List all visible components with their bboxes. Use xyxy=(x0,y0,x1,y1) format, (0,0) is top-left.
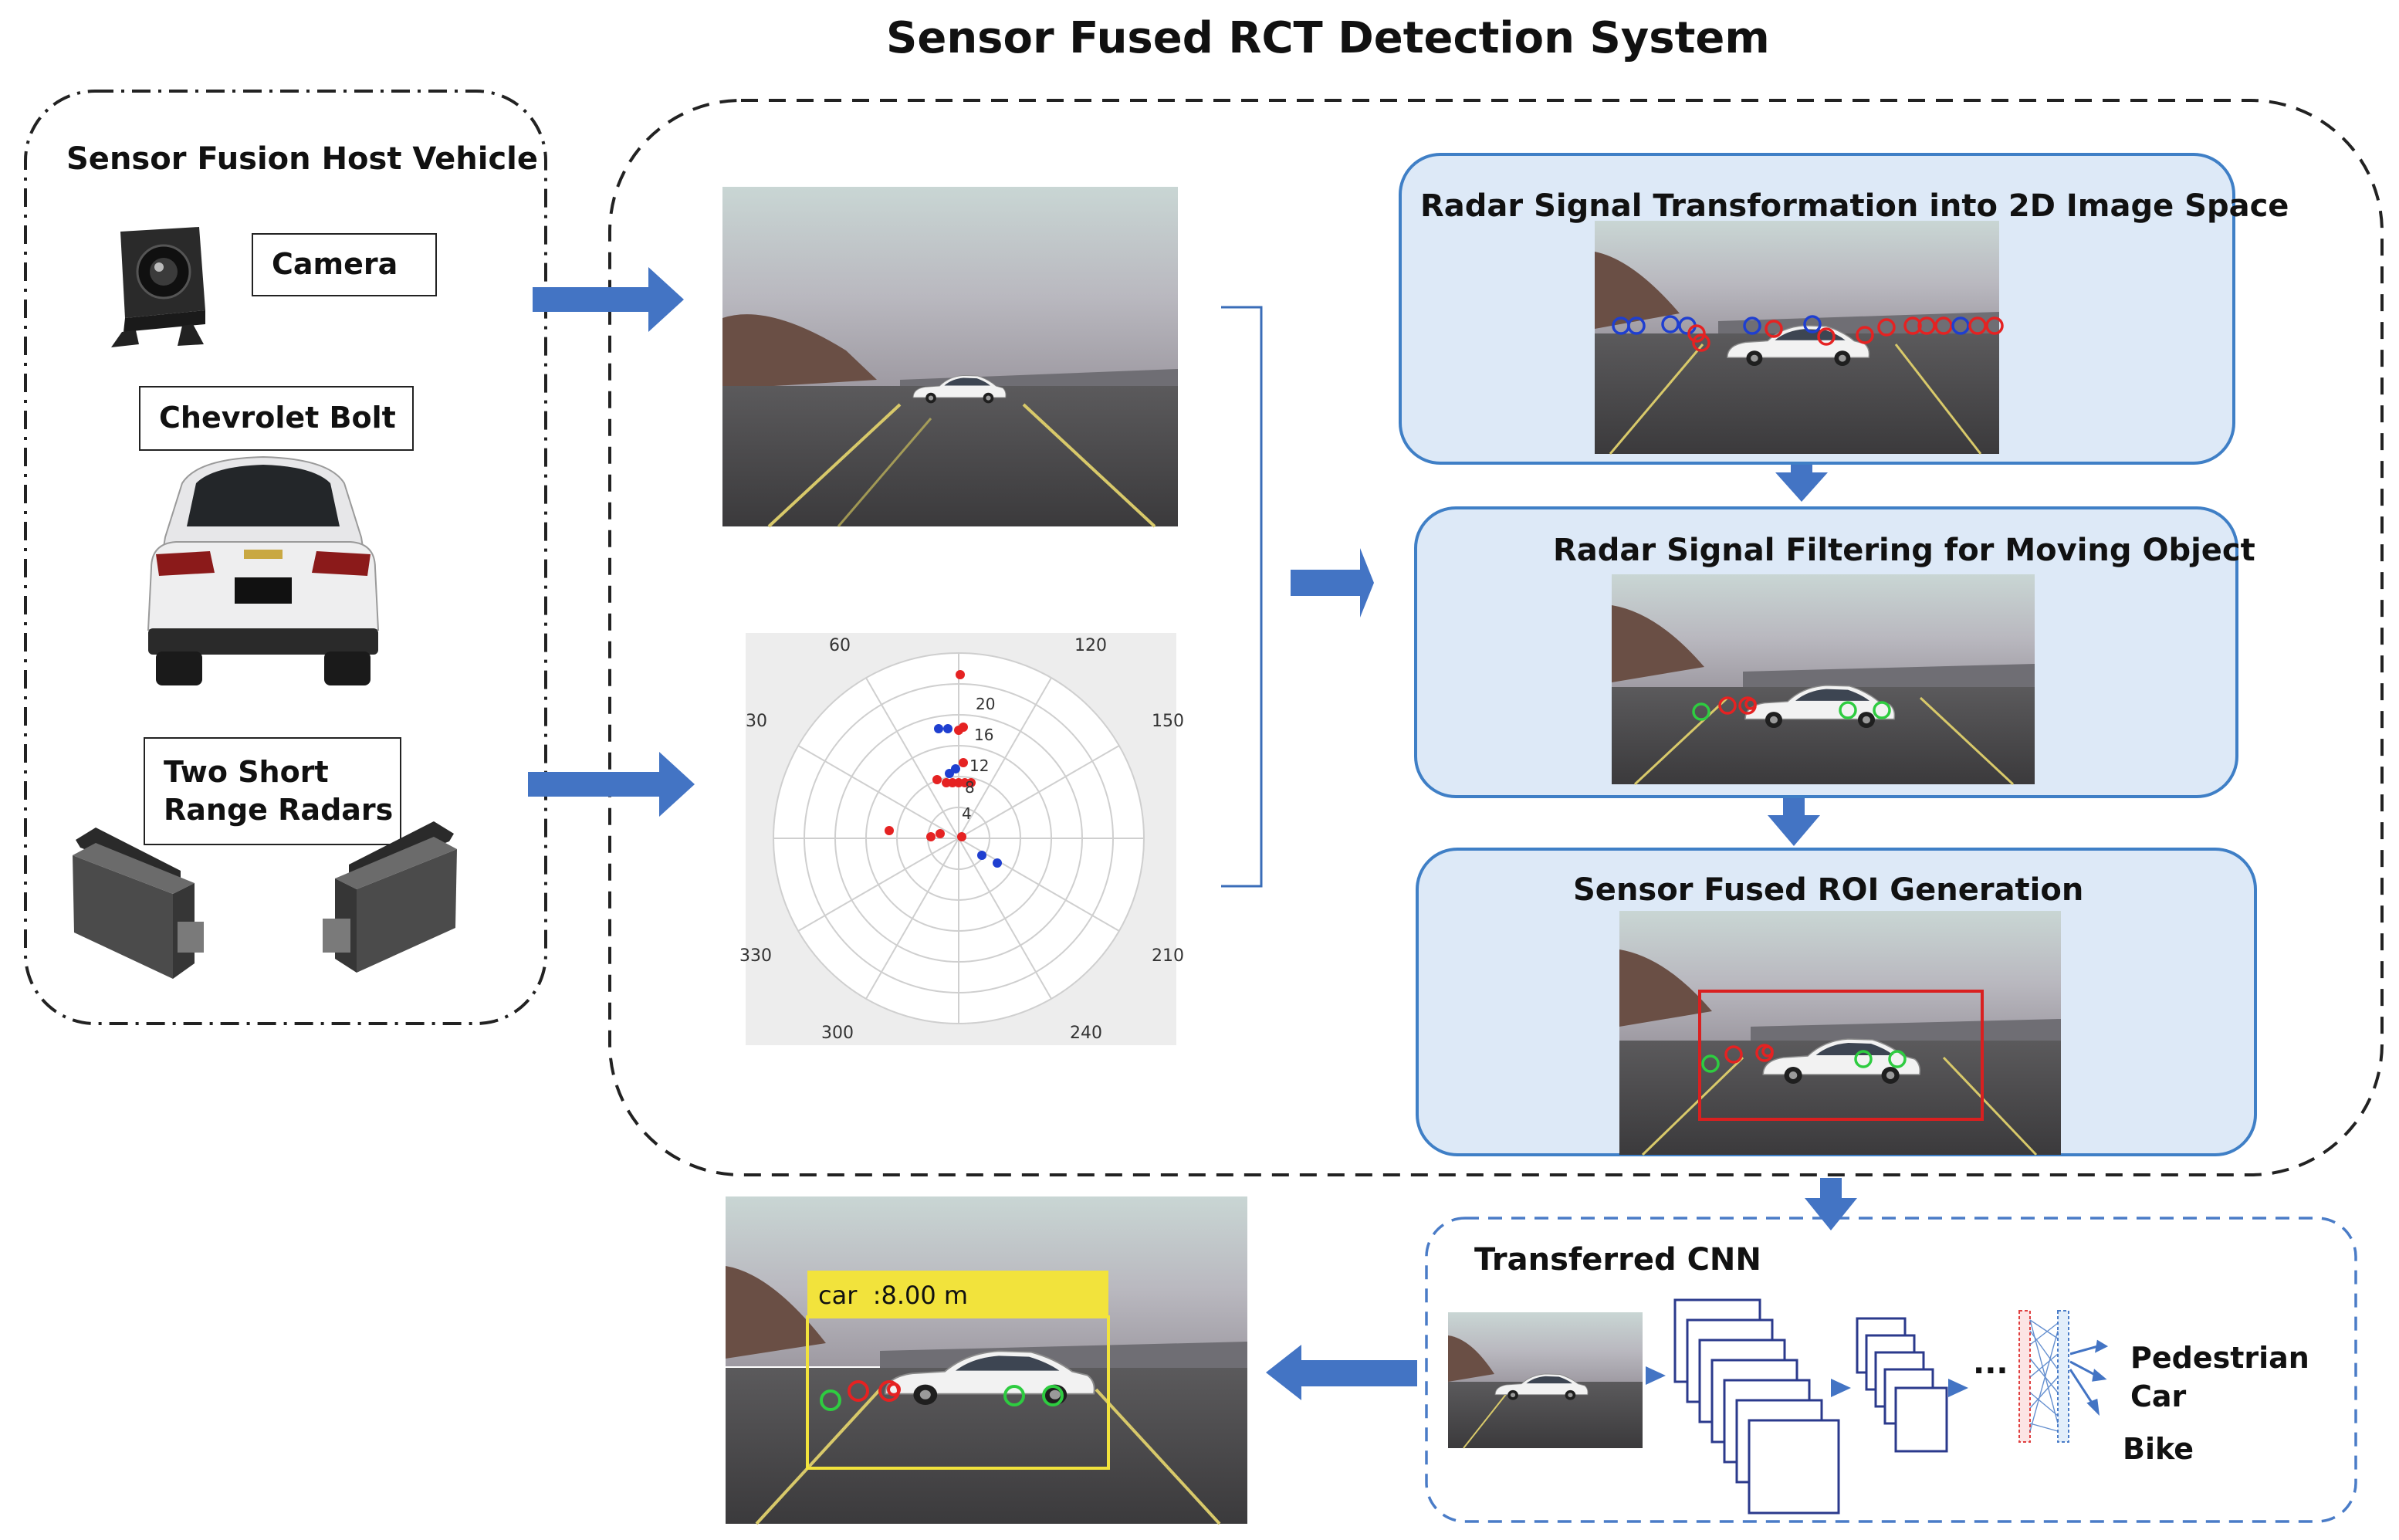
host-vehicle-title: Sensor Fusion Host Vehicle xyxy=(66,141,539,177)
radar-label-line2: Range Radars xyxy=(164,793,394,827)
radar-detection-point xyxy=(957,832,966,841)
radar-detection-point xyxy=(885,826,894,835)
radar-detection-point xyxy=(936,829,945,838)
polar-range-label-16: 16 xyxy=(974,726,994,744)
polar-angle-label-330: 330 xyxy=(739,946,772,966)
cnn-class-pedestrian: Pedestrian xyxy=(2130,1341,2309,1375)
radar-detection-point xyxy=(926,832,936,841)
radar-detection-point xyxy=(959,758,968,767)
cnn-container xyxy=(1425,1217,2357,1523)
radar-sensor-left-icon xyxy=(65,824,211,979)
polar-range-label-20: 20 xyxy=(976,695,996,713)
output-detection-label: car :8.00 m xyxy=(818,1281,969,1310)
radar-detection-point xyxy=(956,670,965,679)
polar-range-label-8: 8 xyxy=(965,778,975,797)
cnn-title: Transferred CNN xyxy=(1474,1242,1761,1278)
cnn-class-car: Car xyxy=(2130,1379,2187,1413)
arrow-bracket-to-stages xyxy=(1291,548,1374,618)
radar-label-box: Two Short Range Radars xyxy=(144,737,401,845)
cnn-input-image xyxy=(1448,1312,1643,1449)
stage-roi-generation-title: Sensor Fused ROI Generation xyxy=(1573,872,2084,908)
arrow-stage2-to-stage3 xyxy=(1768,798,1820,846)
polar-range-label-4: 4 xyxy=(962,804,972,823)
radar-detection-point xyxy=(932,775,942,784)
arrow-to-cnn xyxy=(1805,1178,1857,1230)
cnn-fc-layers xyxy=(2016,1308,2109,1447)
fusion-bracket xyxy=(1221,306,1263,888)
arrow-radar-to-plot xyxy=(528,752,695,817)
car-label: Chevrolet Bolt xyxy=(159,401,396,435)
camera-label-box: Camera xyxy=(252,233,437,296)
radar-detection-point xyxy=(954,726,963,735)
radar-label-line1: Two Short xyxy=(164,754,329,789)
camera-frame-image xyxy=(722,187,1178,528)
polar-angle-label-240: 240 xyxy=(1070,1024,1102,1043)
cnn-layer-arrows xyxy=(1646,1366,1968,1397)
stage-radar-transformation-title: Radar Signal Transformation into 2D Imag… xyxy=(1420,188,2289,224)
host-vehicle-container xyxy=(24,90,547,1025)
polar-range-label-12: 12 xyxy=(969,756,990,775)
camera-label: Camera xyxy=(272,247,398,282)
radar-detection-point xyxy=(977,851,986,860)
arrow-cnn-to-output xyxy=(1266,1345,1417,1400)
radar-detection-point xyxy=(942,778,951,787)
output-detection-image xyxy=(726,1196,1247,1525)
chevrolet-bolt-icon xyxy=(136,452,391,692)
stage-radar-filtering-image xyxy=(1612,574,2035,786)
polar-angle-label-150: 150 xyxy=(1152,712,1184,731)
polar-angle-label-60: 60 xyxy=(829,636,851,655)
polar-angle-label-30: 30 xyxy=(746,712,767,731)
stage-roi-generation-image xyxy=(1619,911,2061,1156)
arrow-camera-to-image xyxy=(533,267,684,332)
car-label-box: Chevrolet Bolt xyxy=(139,386,414,451)
stage-radar-transformation-image xyxy=(1595,221,2004,455)
cnn-conv-block-1 xyxy=(1673,1298,1853,1530)
roi-box xyxy=(1698,990,1984,1121)
radar-detection-point xyxy=(993,858,1002,868)
radar-detection-point xyxy=(966,778,976,787)
page-title: Sensor Fused RCT Detection System xyxy=(886,13,1770,63)
processing-container xyxy=(608,99,2384,1176)
radar-detection-point xyxy=(945,769,954,778)
radar-detection-point xyxy=(943,724,952,733)
cnn-class-bike: Bike xyxy=(2123,1432,2194,1466)
polar-angle-label-210: 210 xyxy=(1152,946,1184,966)
stage-radar-filtering-title: Radar Signal Filtering for Moving Object xyxy=(1553,533,2255,568)
cnn-conv-block-2 xyxy=(1856,1317,1956,1471)
polar-angle-label-120: 120 xyxy=(1074,636,1107,655)
cnn-ellipsis: ... xyxy=(1973,1345,2008,1381)
radar-polar-plot: 60 120 30 150 330 210 300 240 20 16 12 8… xyxy=(739,633,1184,1045)
camera-icon xyxy=(108,224,208,351)
radar-detection-point xyxy=(934,724,943,733)
radar-sensor-right-icon xyxy=(318,818,465,980)
polar-angle-label-300: 300 xyxy=(821,1024,854,1043)
